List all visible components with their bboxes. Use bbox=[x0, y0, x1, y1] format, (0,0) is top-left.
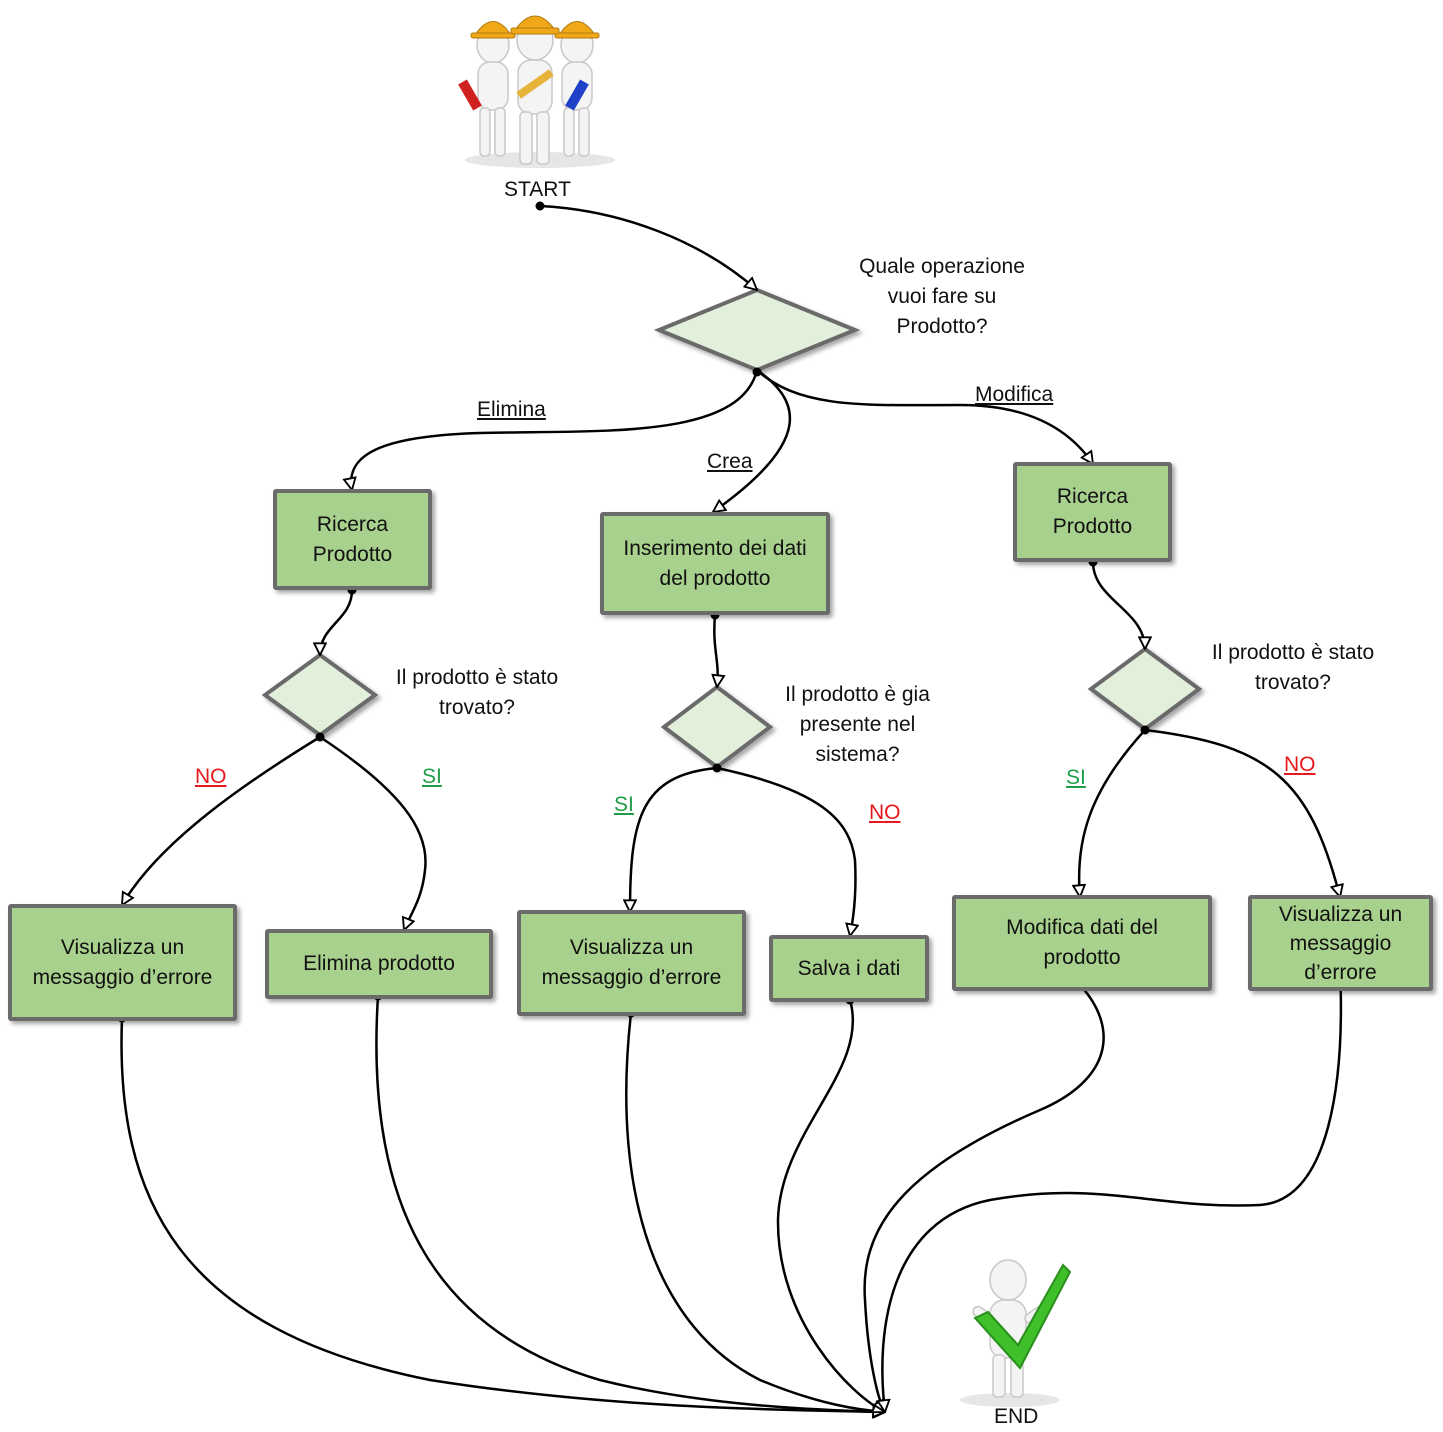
modifica-decision-question: Il prodotto è stato trovato? bbox=[1211, 641, 1375, 694]
modifica-error-box: Visualizza un messaggio d’errore bbox=[1248, 895, 1433, 991]
elimina-search-box: Ricerca Prodotto bbox=[273, 489, 432, 590]
edge-modifica-no bbox=[1144, 728, 1340, 897]
edge-elimina-no bbox=[120, 735, 321, 905]
edge-crea-no bbox=[716, 766, 855, 936]
crea-input-box: Inserimento dei dati del prodotto bbox=[600, 512, 830, 615]
edge-crea-input-to-decision bbox=[714, 614, 717, 687]
start-label: START bbox=[504, 178, 571, 201]
elimina-decision-question: Il prodotto è stato trovato? bbox=[395, 666, 559, 719]
crea-error-box: Visualizza un messaggio d’errore bbox=[517, 910, 746, 1016]
modifica-action-box: Modifica dati del prodotto bbox=[952, 895, 1212, 991]
edge-modifica-search-to-decision bbox=[1091, 561, 1145, 649]
crea-action-box: Salva i dati bbox=[769, 935, 929, 1002]
edge-start-to-decision bbox=[539, 204, 757, 290]
elimina-action-box: Elimina prodotto bbox=[265, 929, 493, 999]
crea-si-label: SI bbox=[614, 793, 634, 816]
edge-crea-action-to-end bbox=[776, 999, 885, 1414]
modifica-no-label: NO bbox=[1284, 753, 1316, 776]
crea-decision-question: Il prodotto è gia presente nel sistema? bbox=[785, 683, 930, 766]
workers-with-tools-icon bbox=[458, 15, 615, 168]
edge-crea bbox=[713, 368, 792, 512]
modifica-si-label: SI bbox=[1066, 766, 1086, 789]
elimina-decision-diamond bbox=[261, 652, 379, 738]
modifica-search-box: Ricerca Prodotto bbox=[1013, 462, 1172, 562]
edge-modifica-error-to-end bbox=[882, 968, 1343, 1412]
edge-modifica-si bbox=[1079, 729, 1146, 897]
elimina-no-label: NO bbox=[195, 765, 227, 788]
connectors bbox=[120, 204, 1343, 1414]
edge-elimina-search-to-decision bbox=[320, 589, 354, 655]
end-label: END bbox=[994, 1405, 1039, 1428]
edge-elimina-si bbox=[319, 735, 427, 930]
elimina-error-box: Visualizza un messaggio d’errore bbox=[8, 904, 237, 1021]
edge-modifica-action-to-end bbox=[863, 985, 1105, 1412]
edge-label-modifica: Modifica bbox=[975, 383, 1054, 406]
main-decision-question: Quale operazione vuoi fare su Prodotto? bbox=[859, 255, 1025, 338]
edge-elimina bbox=[351, 369, 759, 490]
edge-crea-error-to-end bbox=[625, 1012, 885, 1412]
edge-modifica bbox=[756, 369, 1093, 464]
modifica-decision-diamond bbox=[1087, 646, 1203, 732]
edge-crea-si bbox=[630, 766, 718, 912]
edge-label-elimina: Elimina bbox=[477, 398, 546, 421]
edge-elimina-action-to-end bbox=[375, 995, 885, 1412]
person-with-checkmark-icon bbox=[960, 1259, 1072, 1407]
crea-no-label: NO bbox=[869, 801, 901, 824]
elimina-si-label: SI bbox=[422, 765, 442, 788]
edge-elimina-error-to-end bbox=[120, 1017, 885, 1412]
edge-label-crea: Crea bbox=[707, 450, 753, 473]
crea-decision-diamond bbox=[660, 684, 774, 770]
